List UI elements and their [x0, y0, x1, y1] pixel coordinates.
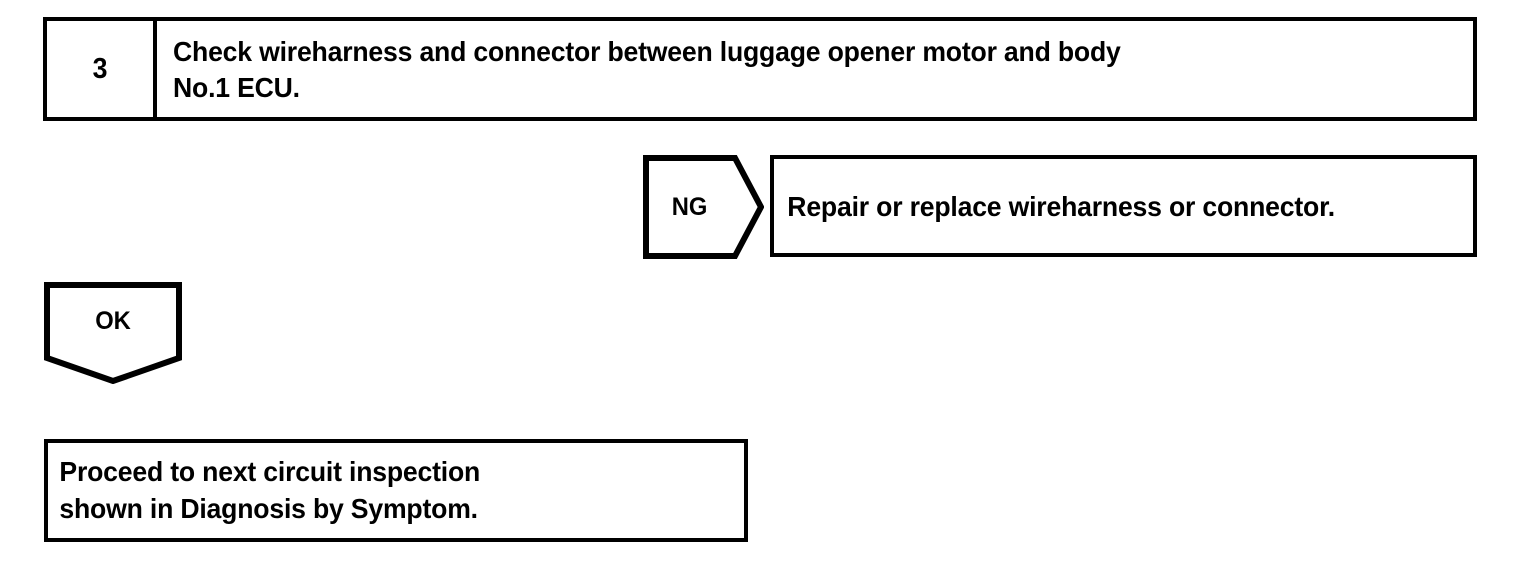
result-box-ng: Repair or replace wireharness or connect…	[770, 155, 1477, 257]
result-box-ok: Proceed to next circuit inspection shown…	[44, 439, 748, 542]
judgement-marker-ng: NG	[643, 155, 764, 259]
pentagon-down-icon	[44, 282, 182, 384]
pentagon-right-icon	[643, 155, 764, 259]
step-number-cell: 3	[47, 21, 157, 117]
step-number: 3	[92, 52, 108, 85]
judgement-marker-ok: OK	[44, 282, 182, 384]
judgement-label-ng: NG	[671, 192, 708, 221]
result-text-ok: Proceed to next circuit inspection shown…	[59, 456, 481, 524]
step-instruction-text: Check wireharness and connector between …	[173, 36, 1121, 104]
judgement-label-ok: OK	[95, 306, 131, 335]
step-box: 3 Check wireharness and connector betwee…	[43, 17, 1477, 121]
result-text-ng: Repair or replace wireharness or connect…	[787, 190, 1335, 222]
